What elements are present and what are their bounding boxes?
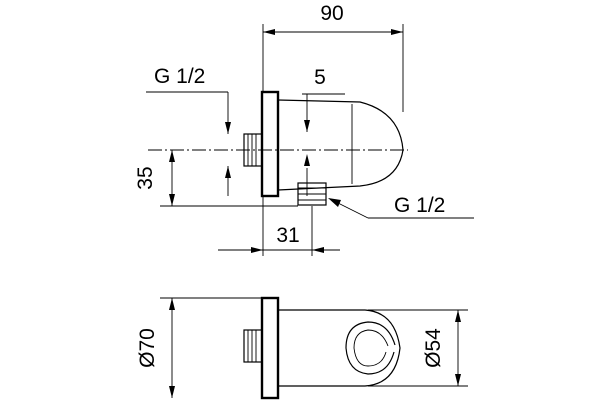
wall-flange xyxy=(260,90,280,198)
side-view: 90 5 35 G 1/2 xyxy=(134,2,474,256)
c-clip-holder xyxy=(345,309,401,387)
top-flange xyxy=(260,296,280,400)
holder-body xyxy=(277,99,404,191)
outlet-thread-callout: G 1/2 xyxy=(328,194,474,219)
inlet-connector xyxy=(243,133,263,167)
c-clip-inner xyxy=(353,329,389,367)
dim-90: 90 xyxy=(262,2,404,112)
dim-5: 5 xyxy=(302,66,345,196)
dim-5-label: 5 xyxy=(314,66,326,89)
dim-35-label: 35 xyxy=(134,166,157,189)
dim-31: 31 xyxy=(218,196,340,256)
inlet-thread-label: G 1/2 xyxy=(154,65,205,88)
dim-90-label: 90 xyxy=(320,2,343,25)
dim-31-label: 31 xyxy=(276,224,299,247)
outlet-connector xyxy=(297,182,327,206)
dim-d54: Ø54 xyxy=(368,309,468,387)
top-view: Ø70 Ø54 xyxy=(136,296,468,400)
dim-35: 35 xyxy=(134,150,298,207)
inlet-thread-callout: G 1/2 xyxy=(146,65,231,196)
dim-d54-label: Ø54 xyxy=(422,328,445,368)
dim-d70-label: Ø70 xyxy=(136,328,159,368)
top-inlet-connector xyxy=(243,329,263,363)
outlet-thread-label: G 1/2 xyxy=(394,194,445,217)
dim-d70: Ø70 xyxy=(136,297,262,398)
